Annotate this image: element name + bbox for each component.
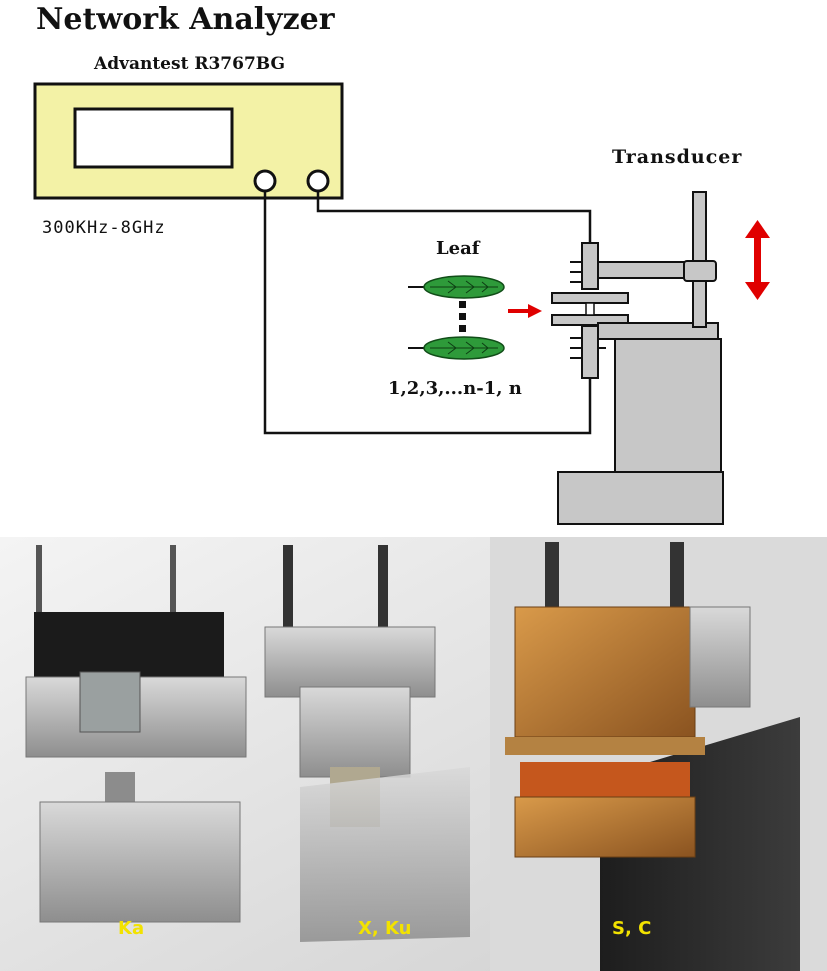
fixture-x-ku (264, 545, 470, 942)
leaf-bottom-veins (430, 341, 498, 355)
fixture-photos: Ka X, Ku S, C (0, 537, 827, 971)
vertical-post (692, 191, 707, 328)
transducer-label: Transducer (612, 146, 743, 168)
transducer-upper-flange (551, 292, 629, 304)
cable-port-1 (263, 191, 592, 435)
transducer-gap (585, 302, 595, 316)
diagram-title: Network Analyzer (36, 2, 335, 37)
cable-port-2 (316, 191, 592, 243)
frequency-range: 300KHz-8GHz (42, 218, 166, 238)
band-label-x-ku: X, Ku (358, 918, 412, 939)
fixture-ka (25, 545, 247, 923)
fixture-photo-drawing (0, 537, 827, 971)
band-label-s-c: S, C (612, 918, 652, 939)
insert-arrow-head (528, 304, 542, 318)
leaf-dot-1 (459, 301, 466, 308)
analyzer-screen (73, 107, 234, 169)
adjust-arrow-down (745, 282, 770, 300)
transducer-upper-body (581, 242, 599, 290)
measurement-setup-diagram: Network Analyzer Advantest R3767BG 300KH… (33, 2, 770, 525)
leaf-dot-2 (459, 313, 466, 320)
transducer-lower-body (581, 325, 599, 379)
band-label-ka: Ka (118, 918, 145, 939)
adjust-arrow-shaft (754, 233, 761, 287)
stand-column (614, 338, 722, 473)
leaf-top-veins (430, 280, 498, 294)
stand-base (557, 471, 724, 525)
leaf-sequence-label: 1,2,3,...n-1, n (388, 378, 522, 399)
leaf-dot-3 (459, 325, 466, 332)
analyzer-port-1 (253, 169, 277, 193)
adjust-arrow-up (745, 220, 770, 238)
fixture-s-c (490, 537, 827, 971)
analyzer-port-2 (306, 169, 330, 193)
post-clamp (683, 260, 717, 282)
leaf-label: Leaf (436, 238, 480, 259)
diagram-drawing (33, 82, 770, 525)
analyzer-model: Advantest R3767BG (94, 54, 285, 74)
